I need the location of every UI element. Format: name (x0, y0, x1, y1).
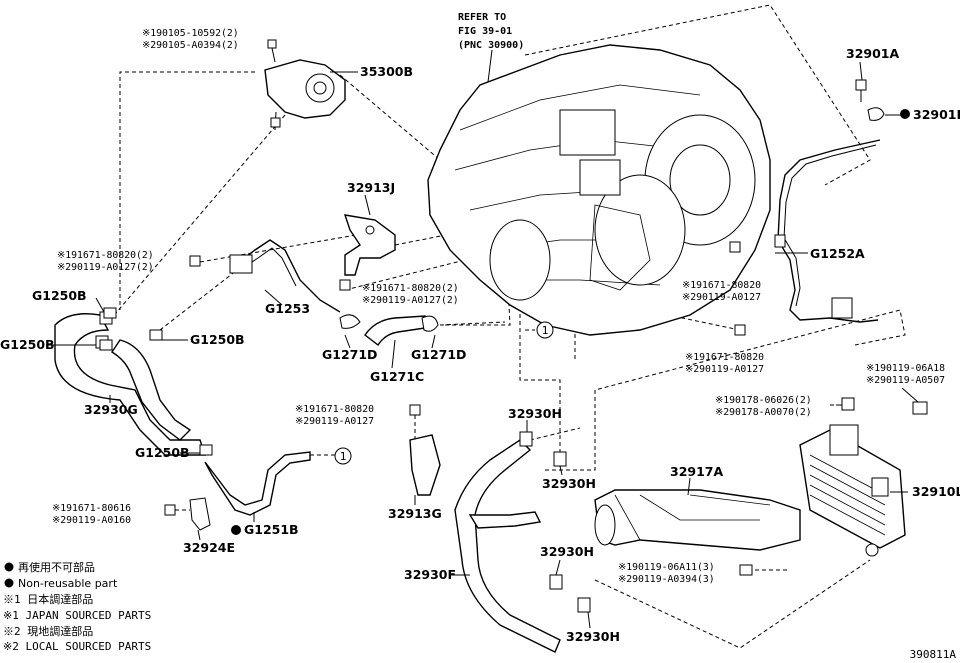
callout-number: 1 (542, 324, 549, 337)
reference-line-2: FIG 39-01 (458, 26, 512, 37)
partno-1a: ※190105-10592(2) (142, 28, 239, 39)
clamp-g1250b-2 (99, 339, 113, 351)
label-32930h-1: 32930H (508, 406, 562, 421)
reference-line-1: REFER TO (458, 12, 506, 23)
label-32917a: 32917A (670, 464, 723, 479)
bracket-32924e (189, 497, 211, 531)
partno-8a: ※190119-06A18 (866, 363, 945, 374)
hose-32930f (454, 439, 561, 653)
pipe-g1252a (774, 139, 881, 323)
partno-6a: ※191671-80820 (295, 404, 374, 415)
label-32901b: 32901B (913, 107, 960, 122)
legend-dot-icon (4, 578, 14, 588)
label-32913j: 32913J (347, 180, 395, 195)
partno-10a: ※190119-06A11(3) (618, 562, 715, 573)
partno-5b: ※290119-A0127 (685, 364, 764, 375)
label-32930h-2: 32930H (542, 476, 596, 491)
clamp-32930h-4 (577, 597, 591, 613)
legend-local-sourced-en: ※2 LOCAL SOURCED PARTS (3, 640, 151, 653)
reference-line-3: (PNC 30900) (458, 40, 524, 51)
partno-7a: ※190178-06026(2) (715, 395, 812, 406)
hose-32930g (54, 311, 206, 456)
transaxle-housing (427, 44, 771, 336)
non-reusable-marker-g1251b (231, 525, 241, 535)
partno-9b: ※290119-A0160 (52, 515, 131, 526)
bracket-32913g (409, 434, 441, 496)
gasket-32901b (867, 107, 885, 121)
pipe-g1253 (229, 239, 341, 313)
partno-2a: ※191671-80820(2) (57, 250, 154, 261)
label-32930g: 32930G (84, 402, 138, 417)
partno-9a: ※191671-80616 (52, 503, 131, 514)
clamp-g1250b-1 (103, 307, 117, 319)
clamp-g1271d-left (339, 314, 361, 329)
label-32910l: 32910L (912, 484, 960, 499)
label-32930h-4: 32930H (566, 629, 620, 644)
clamp-g1250b-3 (149, 329, 163, 341)
clamp-g1250b-4 (199, 444, 213, 456)
label-32901a: 32901A (846, 46, 899, 61)
legend-japan-sourced-en: ※1 JAPAN SOURCED PARTS (3, 609, 151, 622)
air-duct-32917a (594, 489, 801, 551)
hose-g1251b (204, 451, 311, 516)
legend-japan-sourced-jp: ※1 日本調達部品 (3, 592, 93, 606)
label-g1250b-2: G1250B (0, 337, 55, 352)
partno-7b: ※290178-A0070(2) (715, 407, 812, 418)
oil-cooler-32910l (799, 424, 906, 557)
partno-6b: ※290119-A0127 (295, 416, 374, 427)
label-g1253: G1253 (265, 301, 310, 316)
partno-4a: ※191671-80820 (682, 280, 761, 291)
legend-non-reusable-en: Non-reusable part (18, 577, 118, 590)
legend: 再使用不可部品 Non-reusable part ※1 日本調達部品 ※1 J… (3, 560, 151, 653)
legend-non-reusable-jp: 再使用不可部品 (18, 560, 95, 574)
clamp-32930h-3 (549, 574, 563, 590)
label-g1271d-right: G1271D (411, 347, 466, 362)
label-g1250b-1: G1250B (32, 288, 87, 303)
label-32913g: 32913G (388, 506, 442, 521)
partno-8b: ※290119-A0507 (866, 375, 945, 386)
partno-10b: ※290119-A0394(3) (618, 574, 715, 585)
partno-3a: ※191671-80820(2) (362, 283, 459, 294)
partno-4b: ※290119-A0127 (682, 292, 761, 303)
bolt-group (164, 241, 928, 576)
label-35300b: 35300B (360, 64, 413, 79)
non-reusable-marker-32901b (900, 109, 910, 119)
label-32924e: 32924E (183, 540, 235, 555)
clamp-32930h-1 (519, 431, 533, 447)
legend-local-sourced-jp: ※2 現地調達部品 (3, 624, 93, 638)
clamp-32930h-2 (553, 451, 567, 467)
label-g1251b: G1251B (244, 522, 299, 537)
label-g1271c: G1271C (370, 369, 424, 384)
oil-pump-35300b (264, 39, 346, 131)
label-g1252a: G1252A (810, 246, 865, 261)
bracket-32913j (343, 214, 396, 276)
clamp-g1271d-right (421, 315, 439, 332)
label-g1250b-4: G1250B (135, 445, 190, 460)
solid-leaders (46, 49, 919, 629)
figure-id: 390811A (910, 648, 957, 661)
callout-circle-1b: 1 (334, 447, 352, 465)
partno-2b: ※290119-A0127(2) (57, 262, 154, 273)
partno-1b: ※290105-A0394(2) (142, 40, 239, 51)
partno-3b: ※290119-A0127(2) (362, 295, 459, 306)
legend-dot-icon (4, 562, 14, 572)
label-g1271d-left: G1271D (322, 347, 377, 362)
callout-circle-1a: 1 (536, 321, 554, 339)
bolt-32901a (855, 79, 867, 102)
label-32930f: 32930F (404, 567, 456, 582)
callout-number: 1 (340, 450, 347, 463)
partno-5a: ※191671-80820 (685, 352, 764, 363)
label-32930h-3: 32930H (540, 544, 594, 559)
label-g1250b-3: G1250B (190, 332, 245, 347)
